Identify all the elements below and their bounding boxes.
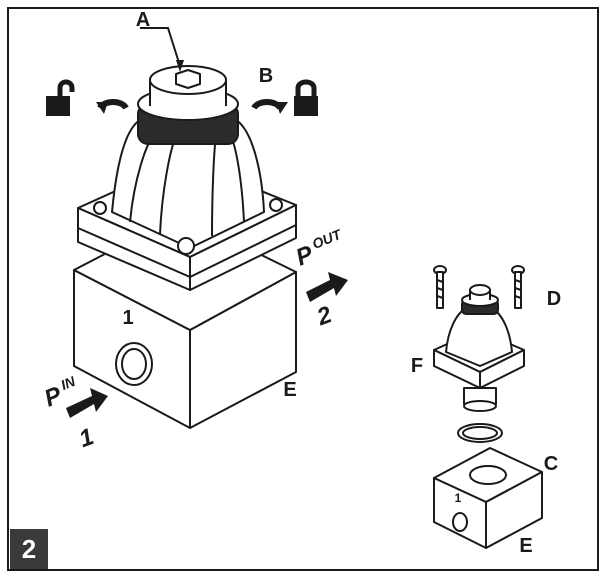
exploded-assembly	[433, 265, 543, 549]
port-out-number: 2	[313, 301, 336, 332]
screw-d-left	[433, 265, 447, 309]
main-regulator	[73, 65, 297, 429]
label-d: D	[547, 288, 561, 310]
flange-screw-right	[269, 198, 283, 212]
bonnet-f	[433, 284, 525, 412]
port-in-number: 1	[76, 423, 98, 453]
flange-screw-front	[177, 237, 195, 255]
screw-d-right	[511, 265, 525, 309]
flange-screw-left	[93, 201, 107, 215]
label-e-small: E	[519, 535, 532, 557]
label-a: A	[136, 9, 150, 31]
figure-number-badge: 2	[10, 529, 48, 569]
port-out-label: P OUT	[292, 226, 345, 272]
padlock-open-icon	[46, 79, 75, 116]
figure-frame	[7, 7, 599, 571]
body-marking-main: 1	[122, 307, 133, 329]
small-body-port	[452, 512, 468, 532]
adjustment-knob	[137, 65, 239, 145]
body-marking-small: 1	[455, 491, 462, 505]
o-ring-c	[457, 423, 503, 443]
label-b: B	[259, 65, 273, 87]
hex-socket	[175, 69, 201, 89]
label-a-arrowhead	[176, 60, 184, 72]
label-c: C	[544, 453, 558, 475]
label-e-main: E	[283, 379, 296, 401]
flow-out-arrow-icon	[306, 272, 348, 302]
label-f: F	[411, 355, 423, 377]
padlock-closed-icon	[294, 79, 318, 116]
port-in-sub: IN	[58, 373, 78, 393]
flow-in-arrow-icon	[66, 388, 108, 418]
port-out-sub: OUT	[310, 226, 345, 252]
rotate-cw-arrow-icon	[251, 99, 288, 114]
rotate-ccw-arrow-icon	[96, 99, 129, 114]
label-a-leader	[140, 27, 181, 67]
small-body-block	[433, 447, 543, 549]
